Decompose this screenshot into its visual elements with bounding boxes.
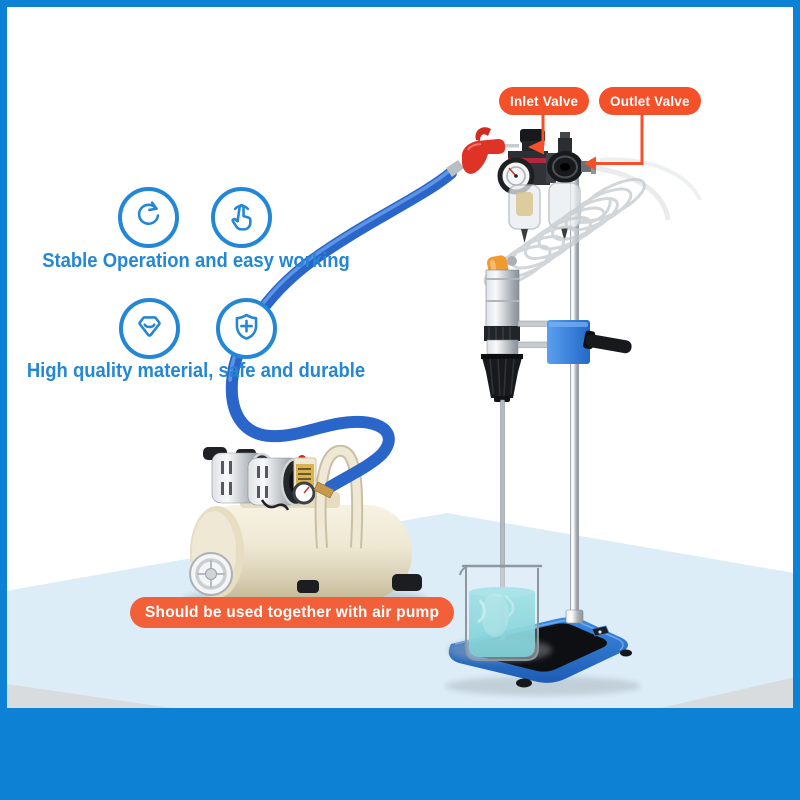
outlet-port: [581, 161, 593, 172]
hose-fitting: [313, 481, 335, 499]
diamond-gem-icon: [131, 308, 168, 350]
feature-icon-circle: [216, 298, 277, 359]
stand-shadow: [445, 676, 641, 696]
inlet-valve-knob: [520, 129, 545, 143]
air-blow-gun: [446, 127, 519, 177]
frame-border-top: [0, 0, 800, 7]
frame-border-right: [793, 0, 800, 710]
feature-icon-circle: [119, 298, 180, 359]
shield-plus-icon: [228, 308, 265, 350]
rotate-arrow-icon: [130, 197, 167, 239]
spiral-air-hose: [483, 178, 646, 289]
air-compressor: [189, 444, 422, 600]
feature-headline-2: High quality material, safe and durable: [26, 359, 366, 382]
clamp-handle: [583, 330, 632, 354]
frame-border-bottom: [0, 708, 800, 800]
air-pump-banner: Should be used together with air pump: [130, 597, 455, 628]
pole-clamp: [517, 320, 632, 364]
air-filter-regulator-unit: [497, 129, 596, 243]
drill-chuck: [481, 354, 523, 398]
beaker-with-liquid: [459, 564, 543, 661]
callout-lines: [528, 114, 644, 171]
frame-border-left: [0, 0, 7, 710]
pneumatic-mixer-motor: [481, 255, 523, 641]
feature-headline-1: Stable Operation and easy working: [42, 249, 350, 272]
inlet-valve-label: Inlet Valve: [499, 87, 590, 115]
outlet-valve-label: Outlet Valve: [599, 87, 701, 115]
feature-icon-circle: [211, 187, 272, 248]
background-hoses: [594, 157, 702, 221]
feature-icon-circle: [118, 187, 179, 248]
tap-hand-icon: [223, 197, 260, 239]
